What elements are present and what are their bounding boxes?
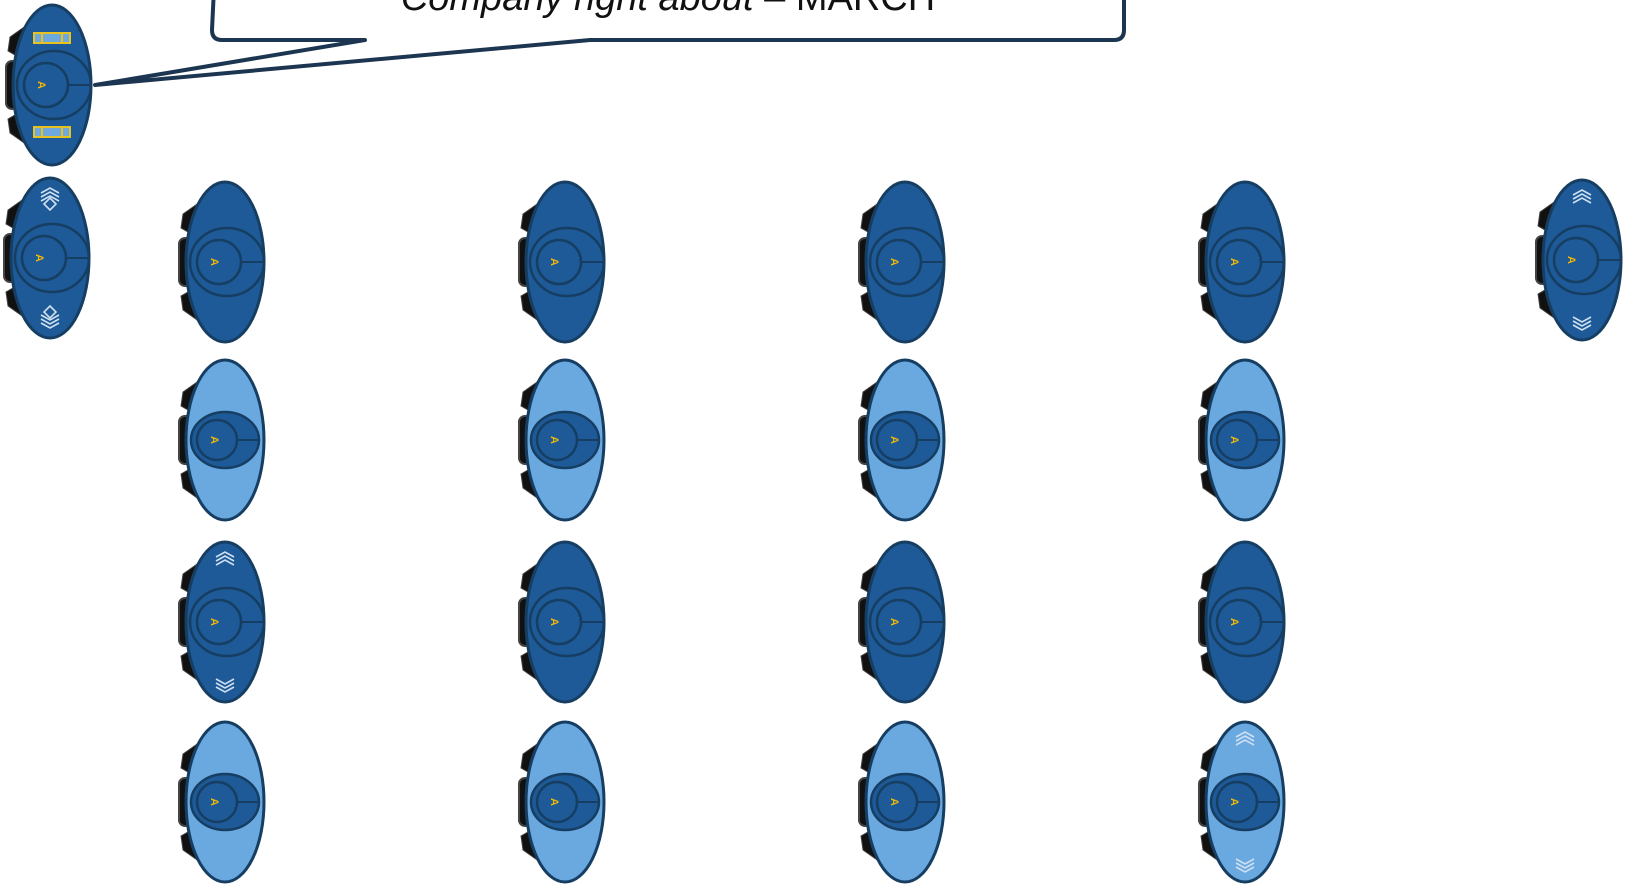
callout: Company right about – MARCH bbox=[93, 0, 1126, 87]
soldier-letter: A bbox=[548, 258, 560, 266]
soldier: A bbox=[518, 720, 606, 884]
callout-command: MARCH bbox=[796, 0, 935, 19]
callout-separator: – bbox=[754, 0, 796, 19]
chevron-mark bbox=[1572, 324, 1592, 331]
soldier: A bbox=[858, 540, 946, 704]
chevron-mark bbox=[40, 195, 60, 202]
soldier-letter: A bbox=[548, 436, 560, 444]
chevron-mark bbox=[1572, 320, 1592, 327]
soldier: A bbox=[858, 720, 946, 884]
soldier-letter: A bbox=[208, 798, 220, 806]
rank-bar bbox=[33, 126, 71, 138]
soldier: A bbox=[858, 180, 946, 344]
soldier-letter: A bbox=[1228, 798, 1240, 806]
callout-text: Company right about – MARCH bbox=[401, 0, 935, 19]
soldier-letter: A bbox=[1228, 258, 1240, 266]
soldier: A bbox=[518, 180, 606, 344]
chevron-mark bbox=[40, 314, 60, 321]
soldier: A bbox=[3, 176, 91, 340]
chevron-mark bbox=[215, 551, 235, 558]
soldier-letter: A bbox=[208, 618, 220, 626]
soldier-letter: A bbox=[888, 618, 900, 626]
chevron-mark bbox=[1235, 862, 1255, 869]
soldier: A bbox=[178, 720, 266, 884]
soldier-letter: A bbox=[208, 258, 220, 266]
soldier-letter: A bbox=[208, 436, 220, 444]
diamond-mark bbox=[42, 304, 58, 320]
callout-box bbox=[93, 0, 1126, 87]
soldier-letter: A bbox=[33, 254, 45, 262]
chevron-mark bbox=[215, 686, 235, 693]
chevron-mark bbox=[40, 318, 60, 325]
soldier: A bbox=[1198, 180, 1286, 344]
chevron-mark bbox=[1572, 197, 1592, 204]
soldier: A bbox=[518, 358, 606, 522]
soldier: A bbox=[1198, 720, 1286, 884]
soldier-letter: A bbox=[548, 798, 560, 806]
rank-bar bbox=[33, 32, 71, 44]
chevron-mark bbox=[215, 678, 235, 685]
chevron-mark bbox=[1572, 193, 1592, 200]
soldier-letter: A bbox=[1565, 256, 1577, 264]
soldier-letter: A bbox=[548, 618, 560, 626]
soldiers-group: A A A A A A A A A A A A A A A A A A A bbox=[3, 3, 1623, 884]
chevron-mark bbox=[1572, 316, 1592, 323]
chevron-mark bbox=[215, 555, 235, 562]
soldier: A bbox=[518, 540, 606, 704]
soldier-letter: A bbox=[1228, 618, 1240, 626]
soldier-letter: A bbox=[35, 81, 47, 89]
chevron-mark bbox=[215, 559, 235, 566]
chevron-mark bbox=[40, 187, 60, 194]
soldier: A bbox=[178, 180, 266, 344]
chevron-mark bbox=[1235, 866, 1255, 873]
soldier: A bbox=[1198, 540, 1286, 704]
diamond-mark bbox=[42, 196, 58, 212]
soldier-letter: A bbox=[888, 258, 900, 266]
soldier-letter: A bbox=[888, 436, 900, 444]
soldier: A bbox=[5, 3, 93, 167]
soldier-letter: A bbox=[888, 798, 900, 806]
soldier: A bbox=[858, 358, 946, 522]
soldier-letter: A bbox=[1228, 436, 1240, 444]
chevron-mark bbox=[1235, 735, 1255, 742]
chevron-mark bbox=[215, 682, 235, 689]
chevron-mark bbox=[1235, 739, 1255, 746]
soldier: A bbox=[1198, 358, 1286, 522]
callout-prefix: Company right about bbox=[401, 0, 755, 19]
chevron-mark bbox=[1235, 731, 1255, 738]
chevron-mark bbox=[40, 322, 60, 329]
soldier: A bbox=[178, 540, 266, 704]
chevron-mark bbox=[1572, 189, 1592, 196]
chevron-mark bbox=[1235, 858, 1255, 865]
soldier: A bbox=[178, 358, 266, 522]
soldier: A bbox=[1535, 178, 1623, 342]
chevron-mark bbox=[40, 191, 60, 198]
